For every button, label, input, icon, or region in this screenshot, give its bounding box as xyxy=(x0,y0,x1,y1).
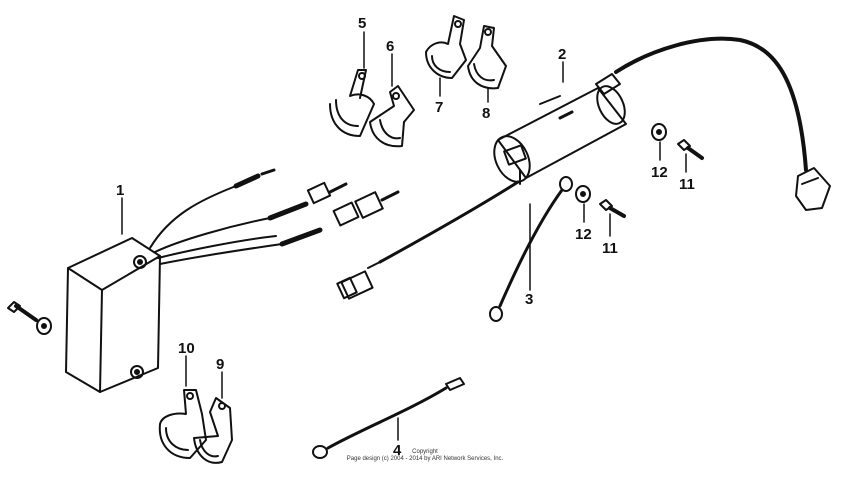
label-part-7: 7 xyxy=(435,99,443,116)
label-part-9: 9 xyxy=(216,356,224,373)
washer-12-lower[interactable] xyxy=(575,185,591,203)
washer-12-upper[interactable] xyxy=(651,123,667,141)
copyright-notice: Copyright Page design (c) 2004 - 2014 by… xyxy=(300,449,550,463)
clamp-7[interactable] xyxy=(425,15,467,79)
label-part-2: 2 xyxy=(558,46,566,63)
bolt-11-lower[interactable] xyxy=(599,199,626,218)
clamp-9[interactable] xyxy=(193,397,233,464)
label-part-12-upper: 12 xyxy=(651,164,668,181)
clamp-6[interactable] xyxy=(369,85,415,148)
cdi-unit[interactable] xyxy=(65,168,400,393)
clamp-10[interactable] xyxy=(158,389,207,459)
clamp-5[interactable] xyxy=(329,69,375,137)
label-part-1: 1 xyxy=(116,182,124,199)
label-part-8: 8 xyxy=(482,105,490,122)
label-part-3: 3 xyxy=(525,291,533,308)
copyright-line-1: Copyright xyxy=(412,449,438,455)
label-part-11-upper: 11 xyxy=(679,176,695,193)
label-part-5: 5 xyxy=(358,15,366,32)
washer-left[interactable] xyxy=(36,317,52,335)
label-part-6: 6 xyxy=(386,38,394,55)
leader-lines xyxy=(121,31,687,441)
lead-wire[interactable] xyxy=(312,377,465,459)
bolt-11-upper[interactable] xyxy=(677,139,704,160)
label-part-4: 4 xyxy=(393,442,402,459)
bolt-left[interactable] xyxy=(7,301,38,322)
clamp-8[interactable] xyxy=(467,25,507,90)
ignition-coil[interactable] xyxy=(336,36,831,300)
label-part-12-lower: 12 xyxy=(575,226,592,243)
label-part-11-lower: 11 xyxy=(602,240,618,257)
copyright-line-2: Page design (c) 2004 - 2014 by ARI Netwo… xyxy=(346,456,504,462)
label-part-10: 10 xyxy=(178,340,195,357)
